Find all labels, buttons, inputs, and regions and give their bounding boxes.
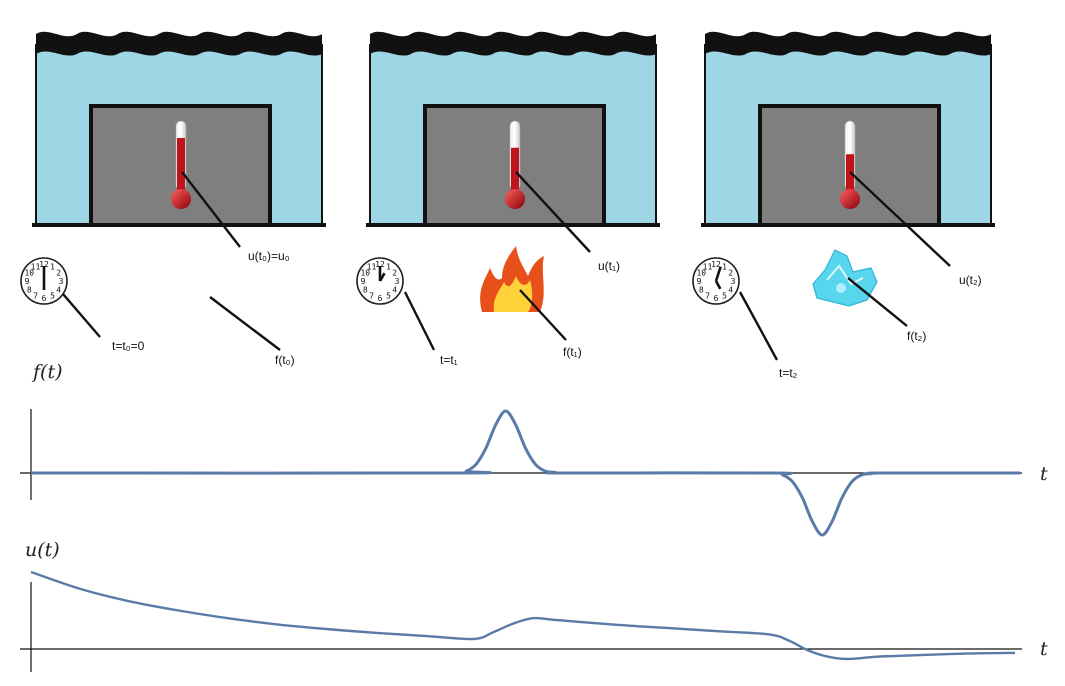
svg-text:1: 1 (722, 262, 727, 271)
x-axis-label: t (1040, 463, 1048, 485)
source-leader-line (519, 289, 567, 341)
svg-text:5: 5 (386, 292, 391, 301)
svg-text:11: 11 (703, 262, 713, 271)
svg-text:4: 4 (728, 286, 733, 295)
svg-text:3: 3 (395, 277, 400, 286)
svg-text:7: 7 (705, 292, 710, 301)
svg-text:2: 2 (728, 269, 733, 278)
svg-text:11: 11 (31, 262, 41, 271)
svg-text:11: 11 (367, 262, 377, 271)
water-waves (370, 31, 656, 56)
clock-hour-hand (714, 280, 722, 290)
svg-text:12: 12 (375, 260, 385, 269)
svg-text:5: 5 (50, 292, 55, 301)
svg-text:5: 5 (722, 292, 727, 301)
temp-leader-line (849, 171, 951, 267)
flame-icon (480, 246, 544, 312)
source-leader-line (209, 296, 281, 351)
svg-text:7: 7 (33, 292, 38, 301)
svg-text:2: 2 (56, 269, 61, 278)
mercury-column (511, 147, 519, 190)
temperature-label: u(t₂) (959, 273, 982, 287)
ice-icon (812, 249, 878, 307)
temperature-label: u(t₁) (598, 259, 620, 273)
series-line-1 (30, 409, 1021, 537)
source-label: f(t₁) (563, 345, 582, 359)
source-leader-line (847, 277, 908, 327)
mercury-column (177, 138, 185, 190)
svg-text:10: 10 (360, 269, 370, 278)
thermometer-bulb (840, 189, 860, 209)
svg-text:4: 4 (56, 286, 61, 295)
svg-text:3: 3 (59, 277, 64, 286)
time-label: t=t₀=0 (112, 339, 145, 353)
chart-2: u(t) t (20, 539, 1048, 672)
time-label: t=t₂ (779, 366, 798, 380)
time-leader-line (403, 291, 436, 351)
svg-text:2: 2 (392, 269, 397, 278)
svg-text:4: 4 (392, 286, 397, 295)
svg-text:8: 8 (27, 286, 32, 295)
thermometer-bulb (505, 189, 525, 209)
time-leader-line (62, 293, 101, 338)
chart-1: f(t) t (20, 361, 1048, 537)
thermometer-bulb (171, 189, 191, 209)
svg-text:9: 9 (361, 277, 366, 286)
svg-text:7: 7 (369, 292, 374, 301)
svg-text:6: 6 (378, 294, 383, 303)
svg-text:1: 1 (50, 262, 55, 271)
svg-text:8: 8 (363, 286, 368, 295)
time-leader-line (738, 291, 779, 361)
svg-text:6: 6 (42, 294, 47, 303)
source-label: f(t₂) (907, 329, 926, 343)
svg-text:12: 12 (39, 260, 49, 269)
svg-text:3: 3 (731, 277, 736, 286)
svg-text:9: 9 (697, 277, 702, 286)
svg-text:9: 9 (25, 277, 30, 286)
temp-leader-line (515, 171, 591, 253)
y-axis-label: f(t) (31, 361, 63, 383)
svg-text:10: 10 (696, 269, 706, 278)
clock-minute-hand (714, 266, 722, 282)
temperature-label: u(t₀)=u₀ (248, 249, 290, 263)
x-axis-label: t (1040, 638, 1048, 660)
water-waves (705, 31, 991, 56)
svg-text:12: 12 (711, 260, 721, 269)
svg-text:8: 8 (699, 286, 704, 295)
svg-text:6: 6 (714, 294, 719, 303)
source-label: f(t₀) (275, 353, 295, 367)
water-waves (36, 31, 322, 56)
y-axis-label: u(t) (25, 539, 60, 561)
svg-text:1: 1 (386, 262, 391, 271)
series-line-1 (30, 570, 1016, 661)
svg-text:10: 10 (24, 269, 34, 278)
time-label: t=t₁ (440, 353, 458, 367)
temp-leader-line (181, 171, 241, 248)
